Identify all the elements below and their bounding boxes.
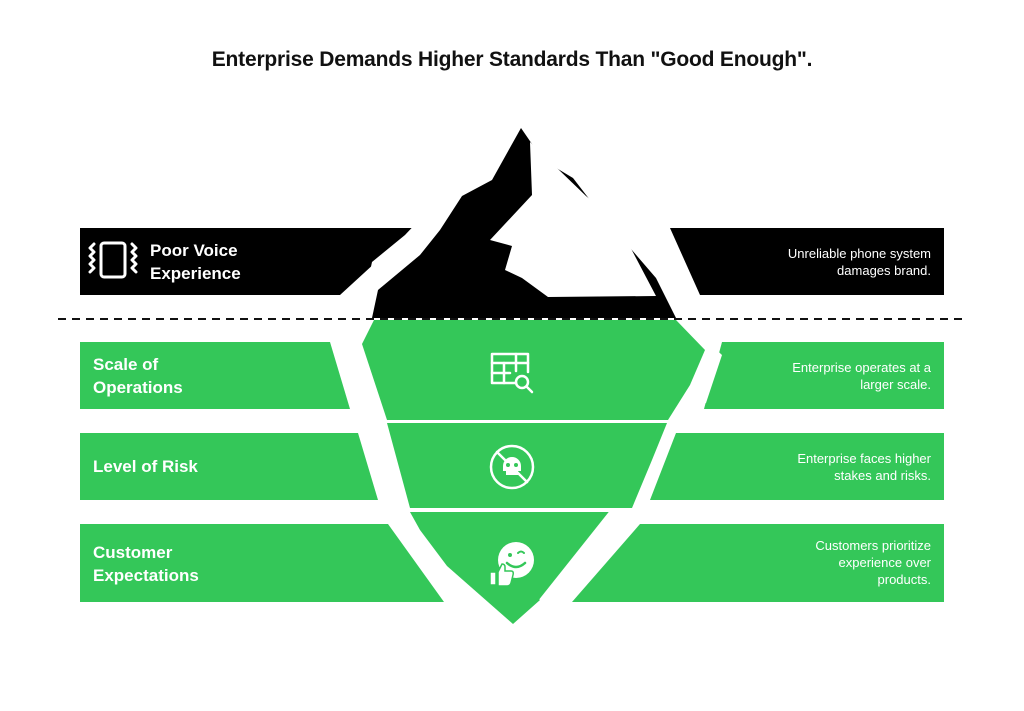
band-scale-left bbox=[80, 342, 350, 409]
iceberg-crack bbox=[539, 511, 611, 601]
label-level-of-risk: Level of Risk bbox=[93, 457, 198, 476]
desc-scale-of-operations: Enterprise operates at a larger scale. bbox=[792, 360, 931, 392]
smiley-thumbs-up-icon bbox=[489, 542, 534, 587]
band-risk-right bbox=[650, 433, 944, 500]
iceberg-snow bbox=[490, 142, 656, 297]
page-title: Enterprise Demands Higher Standards Than… bbox=[211, 48, 813, 71]
band-scale-right bbox=[704, 342, 944, 409]
desc-level-of-risk: Enterprise faces higher stakes and risks… bbox=[797, 451, 931, 483]
skull-prohibited-icon bbox=[489, 444, 535, 490]
label-poor-voice: Poor Voice Experience bbox=[150, 241, 241, 283]
band-scale bbox=[80, 342, 944, 409]
label-customer-expectations: Customer Expectations bbox=[93, 543, 199, 585]
band-expectations-left bbox=[80, 524, 444, 602]
band-poor-voice-right bbox=[670, 228, 944, 295]
iceberg-segment-scale bbox=[362, 320, 705, 420]
band-expectations-right bbox=[572, 524, 944, 602]
table-search-icon bbox=[490, 352, 534, 394]
band-risk bbox=[80, 433, 944, 500]
band-poor-voice-left bbox=[80, 228, 415, 295]
iceberg-segment-risk bbox=[387, 423, 667, 508]
vibrating-phone-icon bbox=[88, 241, 138, 279]
band-risk-left bbox=[80, 433, 378, 500]
band-expectations bbox=[80, 524, 944, 602]
desc-customer-expectations: Customers prioritize experience over pro… bbox=[815, 538, 931, 587]
label-scale-of-operations: Scale of Operations bbox=[93, 355, 183, 397]
band-poor-voice bbox=[80, 228, 944, 295]
desc-poor-voice: Unreliable phone system damages brand. bbox=[787, 246, 931, 278]
